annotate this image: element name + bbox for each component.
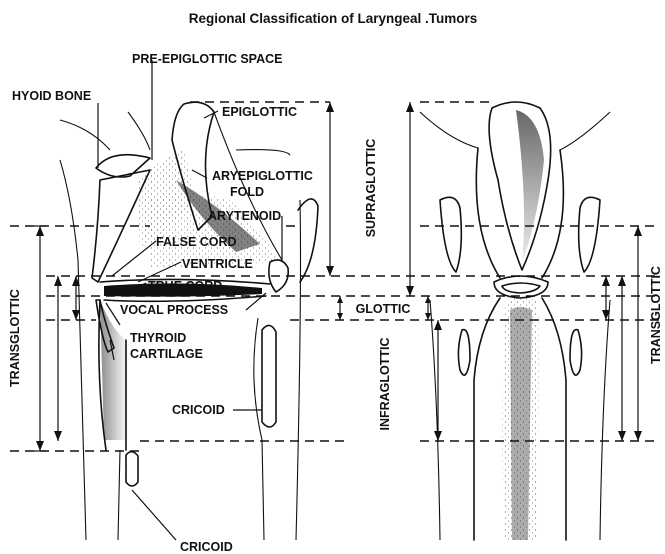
label-fold: FOLD	[230, 185, 264, 199]
label-cartilage: CARTILAGE	[130, 347, 203, 361]
label-epiglottic: EPIGLOTTIC	[222, 105, 297, 119]
label-glottic: GLOTTIC	[356, 302, 411, 316]
label-arytenoid: ARYTENOID	[208, 209, 281, 223]
diagram-title: Regional Classification of Laryngeal .Tu…	[189, 11, 478, 26]
label-aryepiglottic: ARYEPIGLOTTIC	[212, 169, 313, 183]
label-false-cord: FALSE CORD	[156, 235, 237, 249]
label-infraglottic: INFRAGLOTTIC	[378, 337, 392, 430]
label-pre-epiglottic-space: PRE-EPIGLOTTIC SPACE	[132, 52, 282, 66]
label-hyoid-bone: HYOID BONE	[12, 89, 91, 103]
label-vocal-process: VOCAL PROCESS	[120, 303, 228, 317]
label-thyroid: THYROID	[130, 331, 186, 345]
label-transglottic-left: TRANSGLOTTIC	[8, 289, 22, 387]
label-ventricle: VENTRICLE	[182, 257, 253, 271]
label-cricoid-mid: CRICOID	[172, 403, 225, 417]
anatomy-labels: PRE-EPIGLOTTIC SPACE HYOID BONE EPIGLOTT…	[12, 52, 313, 554]
coronal-larynx-drawing	[420, 102, 610, 540]
label-transglottic-right: TRANSGLOTTIC	[649, 266, 663, 364]
label-supraglottic: SUPRAGLOTTIC	[364, 139, 378, 238]
label-true-cord: TRUE CORD	[148, 279, 222, 293]
sagittal-larynx-drawing	[60, 102, 318, 540]
label-cricoid-bottom: CRICOID	[180, 540, 233, 554]
